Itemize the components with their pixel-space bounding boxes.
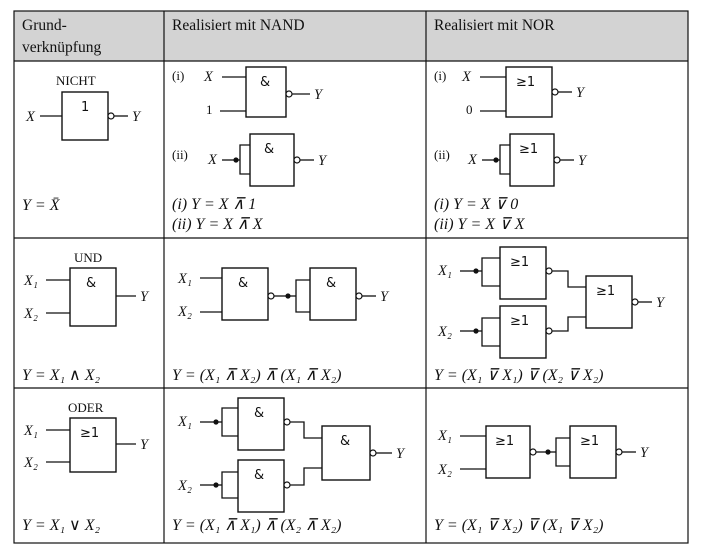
input-x-label: X <box>25 109 36 125</box>
formula-nand-not-i: (i) Y = X ⊼ 1 <box>172 196 256 213</box>
input-x1-label: X₁ <box>23 423 38 439</box>
nand-symbol: & <box>340 434 350 449</box>
basic-and-gate: UND & X₁ X₂ Y <box>23 250 150 327</box>
formula-nand-and: Y = (X₁ ⊼ X₂) ⊼ (X₁ ⊼ X₂) <box>172 367 341 384</box>
header-col2: Realisiert mit NAND <box>172 17 305 34</box>
header-background <box>14 11 688 61</box>
header-col3: Realisiert mit NOR <box>434 17 555 34</box>
header-col1-line1: Grund- <box>22 17 67 34</box>
table-grid <box>13 10 689 544</box>
nor-symbol: ≥1 <box>580 434 599 449</box>
output-y-label: Y <box>314 87 324 103</box>
formula-und: Y = X₁ ∧ X₂ <box>22 367 101 384</box>
label-ii: (ii) <box>434 147 450 162</box>
input-x1-label: X₁ <box>177 414 192 430</box>
input-x-label: X <box>207 152 218 168</box>
basic-not-gate: NICHT 1 X Y <box>25 73 142 141</box>
input-x1-label: X₁ <box>437 428 452 444</box>
output-y-label: Y <box>640 445 650 461</box>
basic-or-gate: ODER ≥1 X₁ X₂ Y <box>23 400 150 473</box>
nand-symbol: & <box>326 276 336 291</box>
output-y-label: Y <box>318 153 328 169</box>
header-col1-line2: verknüpfung <box>22 39 101 56</box>
nand-not-variant-ii: (ii) X & Y <box>172 133 328 187</box>
label-i: (i) <box>172 68 184 83</box>
and-symbol: & <box>86 276 96 291</box>
row-title-oder: ODER <box>68 400 104 415</box>
input-x2-label: X₂ <box>177 478 192 494</box>
nor-not-variant-i: (i) X 0 ≥1 Y <box>434 66 586 118</box>
input-x2-label: X₂ <box>437 462 452 478</box>
nor-symbol: ≥1 <box>510 314 529 329</box>
input-x-label: X <box>203 69 214 85</box>
output-y-label: Y <box>380 289 390 305</box>
or-symbol: ≥1 <box>80 426 99 441</box>
nand-and-circuit: X₁ X₂ & & Y <box>177 267 390 321</box>
nand-symbol: & <box>238 276 248 291</box>
const-zero: 0 <box>466 102 473 117</box>
row-title-und: UND <box>74 250 102 265</box>
nand-or-circuit: X₁ & X₂ & & Y <box>177 397 406 513</box>
formula-nor-not-i: (i) Y = X ⊽ 0 <box>434 196 518 213</box>
nor-symbol: ≥1 <box>516 75 535 90</box>
formula-nor-or: Y = (X₁ ⊽ X₂) ⊽ (X₁ ⊽ X₂) <box>434 517 603 534</box>
input-x2-label: X₂ <box>23 306 38 322</box>
row-und: UND & X₁ X₂ Y Y = X₁ ∧ X₂ X₁ X₂ & & <box>22 246 666 384</box>
nor-symbol: ≥1 <box>519 142 538 157</box>
formula-oder: Y = X₁ ∨ X₂ <box>22 517 101 534</box>
label-ii: (ii) <box>172 147 188 162</box>
output-y-label: Y <box>132 109 142 125</box>
const-one: 1 <box>206 102 213 117</box>
nand-symbol: & <box>264 142 274 157</box>
nor-symbol: ≥1 <box>510 255 529 270</box>
formula-nand-or: Y = (X₁ ⊼ X₁) ⊼ (X₂ ⊼ X₂) <box>172 517 341 534</box>
formula-nor-and: Y = (X₁ ⊽ X₁) ⊽ (X₂ ⊽ X₂) <box>434 367 603 384</box>
gate-symbol-not: 1 <box>81 100 89 115</box>
nor-symbol: ≥1 <box>596 284 615 299</box>
input-x2-label: X₂ <box>177 304 192 320</box>
nand-symbol: & <box>260 75 270 90</box>
input-x1-label: X₁ <box>437 263 452 279</box>
input-x2-label: X₂ <box>437 324 452 340</box>
row-nicht: NICHT 1 X Y Y = X̄ (i) X 1 & Y (ii) X <box>22 66 588 233</box>
output-y-label: Y <box>578 153 588 169</box>
label-i: (i) <box>434 68 446 83</box>
nand-symbol: & <box>254 468 264 483</box>
row-oder: ODER ≥1 X₁ X₂ Y Y = X₁ ∨ X₂ X₁ & X₂ <box>22 397 650 534</box>
nor-not-variant-ii: (ii) X ≥1 Y <box>434 133 588 187</box>
input-x2-label: X₂ <box>23 455 38 471</box>
row-title-nicht: NICHT <box>56 73 96 88</box>
formula-nor-not-ii: (ii) Y = X ⊽ X <box>434 216 526 233</box>
input-x1-label: X₁ <box>177 271 192 287</box>
output-y-label: Y <box>140 437 150 453</box>
input-x-label: X <box>461 69 472 85</box>
nor-or-circuit: X₁ X₂ ≥1 ≥1 Y <box>437 425 650 479</box>
formula-nicht: Y = X̄ <box>22 197 61 214</box>
nor-symbol: ≥1 <box>495 434 514 449</box>
output-y-label: Y <box>140 289 150 305</box>
nand-symbol: & <box>254 406 264 421</box>
input-x-label: X <box>467 152 478 168</box>
input-x1-label: X₁ <box>23 273 38 289</box>
output-y-label: Y <box>576 85 586 101</box>
nand-not-variant-i: (i) X 1 & Y <box>172 66 324 118</box>
formula-nand-not-ii: (ii) Y = X ⊼ X <box>172 216 264 233</box>
output-y-label: Y <box>656 295 666 311</box>
nor-and-circuit: X₁ ≥1 X₂ ≥1 ≥1 Y <box>437 246 666 359</box>
output-y-label: Y <box>396 446 406 462</box>
